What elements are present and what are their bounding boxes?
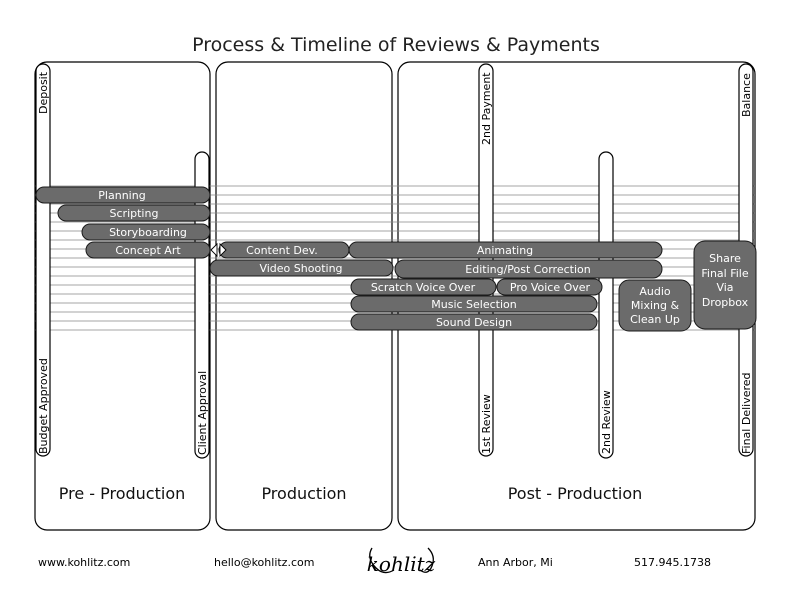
task-sound: Sound Design (436, 316, 512, 329)
phase-production: Production (261, 484, 346, 503)
milestone-2nd-payment: 2nd Payment (480, 72, 493, 145)
pillar-deposit (35, 63, 51, 457)
task-scratch-vo: Scratch Voice Over (371, 281, 476, 294)
bar-concept-art (85, 241, 211, 259)
bar-storyboarding (81, 223, 211, 241)
pillar-2nd-review (598, 151, 614, 459)
task-music: Music Selection (431, 298, 517, 311)
bar-scripting (57, 204, 211, 222)
task-audio-mix-line1: Audio (639, 285, 671, 298)
task-planning: Planning (98, 189, 145, 202)
task-editing: Editing/Post Correction (465, 263, 590, 276)
footer-website[interactable]: www.kohlitz.com (38, 556, 130, 569)
milestone-final-delivered: Final Delivered (740, 372, 753, 454)
diagram-title: Process & Timeline of Reviews & Payments (192, 34, 600, 56)
task-content-dev: Content Dev. (246, 244, 318, 257)
task-share-line2: Final File (701, 267, 748, 280)
task-share-line1: Share (709, 252, 741, 265)
footer-phone: 517.945.1738 (634, 556, 711, 569)
pre-production-box (34, 61, 211, 531)
task-storyboarding: Storyboarding (109, 226, 187, 239)
milestone-2nd-review: 2nd Review (600, 390, 613, 454)
milestone-balance: Balance (740, 73, 753, 117)
task-scripting: Scripting (110, 207, 159, 220)
task-audio-mix-line2: Mixing & (631, 299, 680, 312)
milestone-deposit: Deposit (37, 71, 50, 114)
task-audio-mix-line3: Clean Up (630, 313, 680, 326)
bar-sound (350, 313, 598, 331)
bar-editing (394, 259, 663, 279)
logo-wordmark: kohlitz (367, 552, 436, 576)
handoff-arrow-icon (210, 242, 227, 258)
task-share-line4: Dropbox (702, 296, 749, 309)
phase-pre-production: Pre - Production (59, 484, 186, 503)
milestone-budget-approved: Budget Approved (37, 358, 50, 454)
task-concept-art: Concept Art (115, 244, 181, 257)
bar-music (350, 295, 598, 313)
footer-email[interactable]: hello@kohlitz.com (214, 556, 314, 569)
kohlitz-logo: kohlitz (367, 547, 436, 576)
task-share-line3: Via (716, 281, 733, 294)
bar-share-final (693, 240, 757, 330)
milestone-1st-review: 1st Review (480, 394, 493, 454)
bar-planning (35, 186, 211, 204)
task-video-shooting: Video Shooting (259, 262, 342, 275)
bar-pro-vo (496, 278, 603, 296)
task-pro-vo: Pro Voice Over (510, 281, 591, 294)
bar-scratch-vo (350, 278, 497, 296)
task-animating: Animating (477, 244, 533, 257)
bar-video-shooting (209, 259, 394, 277)
milestone-client-approval: Client Approval (196, 371, 209, 455)
bar-audio-mixing (618, 279, 692, 332)
bar-animating (348, 241, 663, 259)
phase-post-production: Post - Production (508, 484, 643, 503)
footer-location: Ann Arbor, Mi (478, 556, 553, 569)
